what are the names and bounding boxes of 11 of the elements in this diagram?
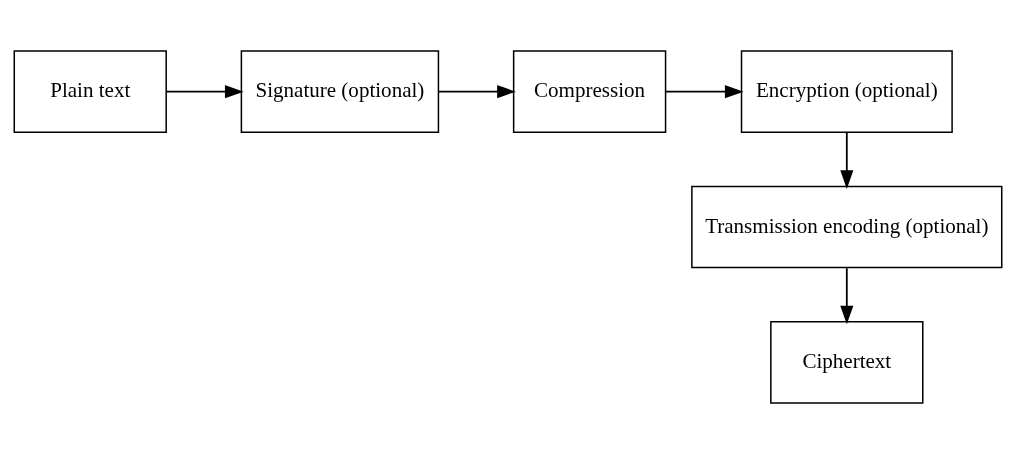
arrow — [165, 84, 244, 98]
arrow — [438, 84, 516, 98]
node-box: Compression — [512, 49, 667, 133]
arrow — [665, 84, 744, 98]
node-box: Ciphertext — [770, 320, 924, 404]
node-box: Signature (optional) — [240, 49, 440, 133]
arrow — [840, 266, 854, 324]
node-box: Encryption (optional) — [740, 49, 953, 133]
node-box: Plain text — [13, 49, 167, 133]
node-box: Transmission encoding (optional) — [691, 185, 1003, 268]
arrow — [840, 131, 854, 189]
